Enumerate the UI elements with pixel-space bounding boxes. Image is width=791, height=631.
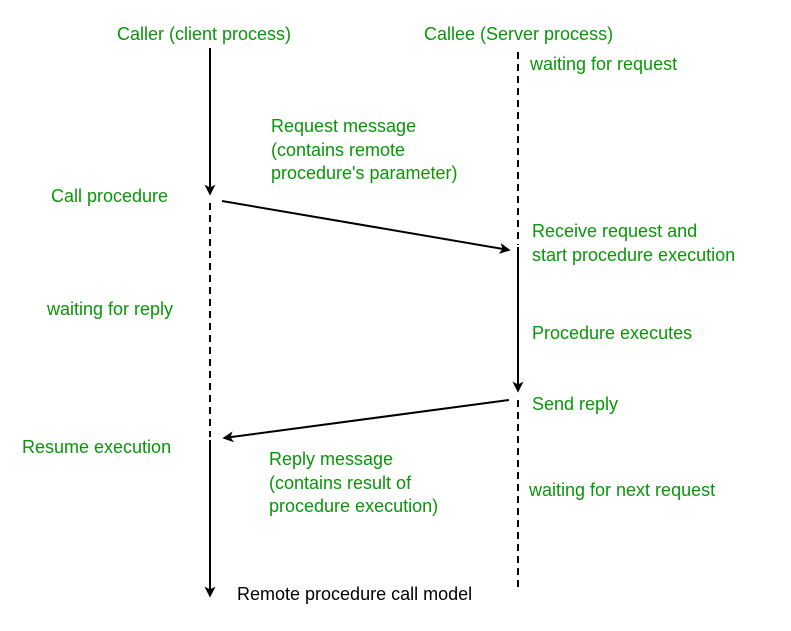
label-receive-request: Receive request and start procedure exec… xyxy=(532,221,736,265)
diagram-caption: Remote procedure call model xyxy=(237,584,473,604)
label-waiting-for-next-request: waiting for next request xyxy=(529,480,716,500)
label-resume-execution: Resume execution xyxy=(22,437,172,457)
label-send-reply: Send reply xyxy=(532,394,619,414)
label-waiting-for-reply: waiting for reply xyxy=(47,299,174,319)
label-call-procedure: Call procedure xyxy=(51,186,169,206)
label-waiting-for-request: waiting for request xyxy=(530,54,678,74)
callee-title: Callee (Server process) xyxy=(424,24,614,44)
label-reply-message: Reply message (contains result of proced… xyxy=(269,449,439,516)
caller-title: Caller (client process) xyxy=(117,24,292,44)
request-message-arrow xyxy=(221,200,511,254)
label-procedure-executes: Procedure executes xyxy=(532,323,693,343)
label-request-message: Request message (contains remote procedu… xyxy=(271,116,458,183)
reply-message-arrow xyxy=(222,399,510,443)
